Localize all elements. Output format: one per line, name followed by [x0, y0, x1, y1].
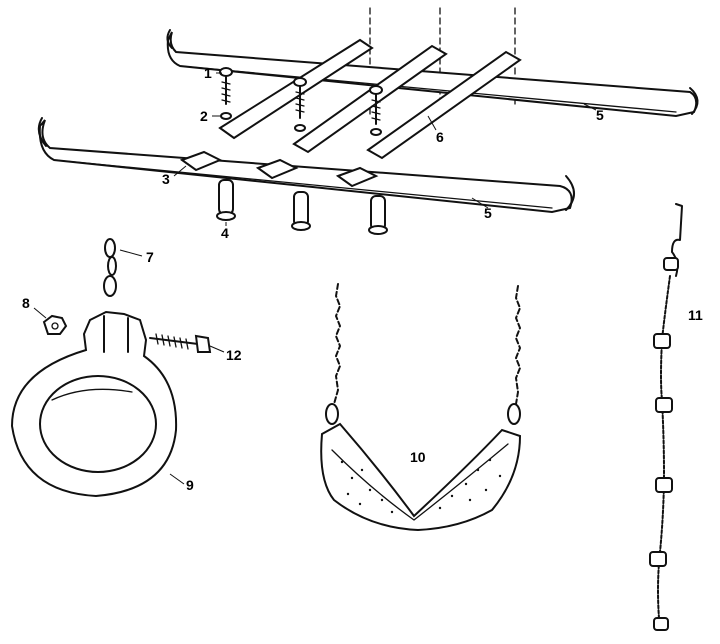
label-sleeve: 4 [221, 225, 229, 241]
rope-part: 11 [649, 203, 703, 631]
label-bracket: 3 [162, 171, 170, 187]
straps [218, 38, 522, 160]
swing-seat-part: 10 [320, 283, 522, 532]
nut-part: 8 [22, 295, 68, 335]
top-leaders [173, 72, 597, 226]
label-chain-link: 7 [146, 249, 154, 265]
label-nut: 8 [22, 295, 30, 311]
seat-chains [333, 283, 521, 405]
ring-bolt-part: 12 [149, 333, 242, 363]
bolt-right [369, 85, 383, 125]
label-rail-back: 5 [596, 107, 604, 123]
sleeve-middle [291, 191, 311, 231]
sleeve-left [216, 179, 236, 221]
label-ring-bolt: 12 [226, 347, 242, 363]
label-washer: 2 [200, 108, 208, 124]
label-bolt: 1 [204, 65, 212, 81]
rope-knots [649, 257, 679, 631]
top-beam-assembly: 1 2 3 4 5 5 6 [37, 7, 699, 241]
label-strap: 6 [436, 129, 444, 145]
label-ring: 9 [186, 477, 194, 493]
label-rail-front: 5 [484, 205, 492, 221]
sleeves [216, 179, 388, 235]
sleeve-right [368, 195, 388, 235]
label-rope: 11 [688, 307, 703, 323]
back-rail [166, 29, 699, 118]
seat-texture [340, 458, 502, 514]
bolt-left [219, 67, 233, 105]
chain-link-part: 7 [103, 238, 154, 297]
brackets [179, 150, 379, 188]
label-swing-seat: 10 [410, 449, 426, 465]
washers [220, 112, 382, 136]
ring-part: 9 [10, 310, 194, 498]
bolts [219, 67, 383, 125]
front-rail [37, 117, 575, 214]
bolt-middle [293, 77, 307, 119]
